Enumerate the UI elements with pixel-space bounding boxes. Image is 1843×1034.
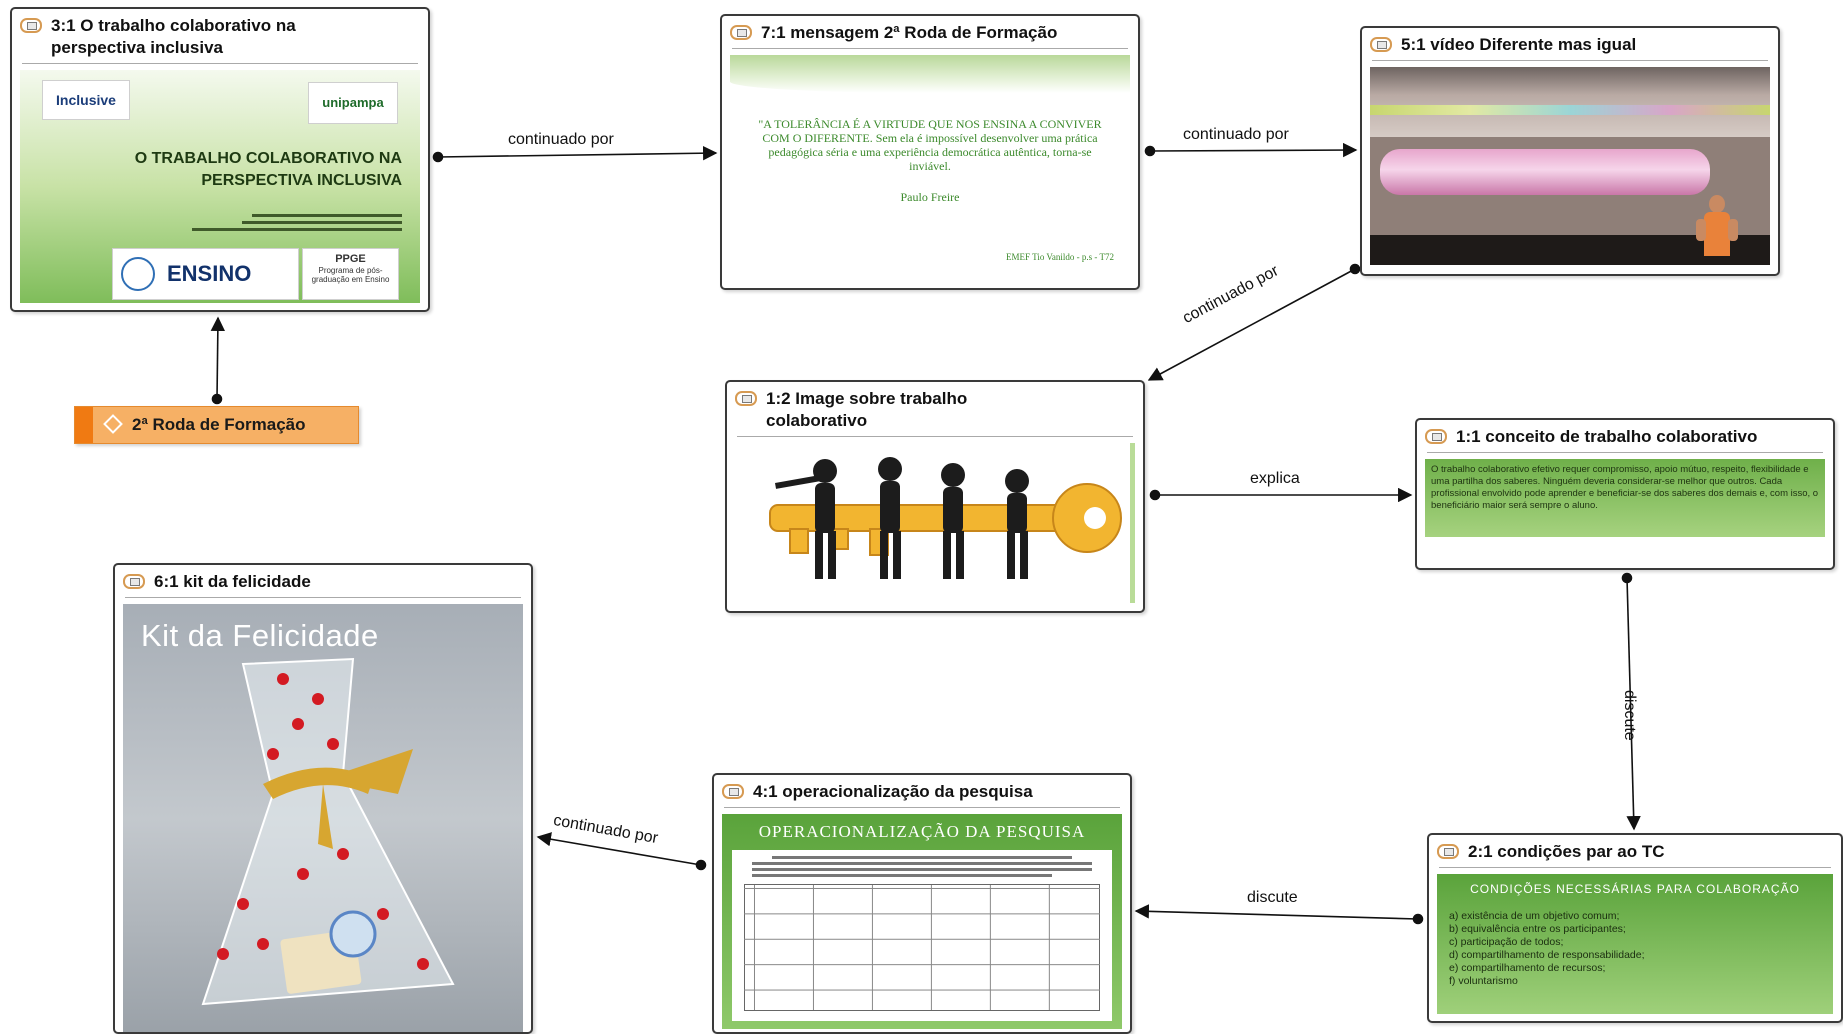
node-video-diferente[interactable]: 5:1 vídeo Diferente mas igual (1360, 26, 1780, 276)
node-image-trabalho-colaborativo[interactable]: 1:2 Image sobre trabalho colaborativo (725, 380, 1145, 613)
resource-icon (1425, 429, 1447, 444)
people-carrying-key-illustration (769, 457, 1122, 579)
slide-heading: CONDIÇÕES NECESSÁRIAS PARA COLABORAÇÃO (1470, 882, 1800, 896)
slide-heading-line1: O TRABALHO COLABORATIVO NA (134, 150, 402, 167)
conditions-item: c) participação de todos; (1449, 936, 1564, 948)
collaboration-image (735, 443, 1135, 603)
node-mensagem-roda[interactable]: 7:1 mensagem 2ª Roda de Formação "A TOLE… (720, 14, 1140, 290)
node-title: 1:1 conceito de trabalho colaborativo (1456, 427, 1758, 446)
gift-bag-illustration (201, 657, 455, 1006)
resource-icon (730, 25, 752, 40)
video-thumbnail (1370, 67, 1770, 265)
unipampa-logo: unipampa (308, 82, 398, 124)
node-operacionalizacao-pesquisa[interactable]: 4:1 operacionalização da pesquisa OPERAC… (712, 773, 1132, 1034)
root-label: 2ª Roda de Formação (132, 415, 306, 434)
edge-label-n7-n5: continuado por (1183, 126, 1289, 143)
slide-heading: O TRABALHO COLABORATIVO NA PERSPECTIVA I… (135, 148, 402, 192)
edge-n4-n6-start (695, 859, 707, 871)
edge-n5-n1_2-start (1349, 263, 1361, 275)
photo-caption: Kit da Felicidade (141, 618, 379, 653)
edge-n4-n6 (536, 832, 702, 866)
crayon-pink (1380, 149, 1710, 195)
edge-n1_2-n1_1-start (1149, 489, 1161, 501)
kit-photo: Kit da Felicidade (123, 604, 523, 1032)
conditions-list: a) existência de um objetivo comum; b) e… (1449, 910, 1645, 988)
node-kit-da-felicidade[interactable]: 6:1 kit da felicidade Kit da Felicidade (113, 563, 533, 1034)
ppge-text: Programa de pós-graduação em Ensino (311, 266, 390, 284)
slide-heading-line2: PERSPECTIVA INCLUSIVA (201, 172, 402, 189)
node-title: 4:1 operacionalização da pesquisa (753, 782, 1033, 801)
book-icon (121, 257, 155, 291)
edge-label-n1_1-n2: discute (1621, 690, 1638, 741)
ensino-logo-text: ENSINO (167, 261, 252, 286)
edge-n7-n5 (1149, 142, 1358, 158)
node-title: 6:1 kit da felicidade (154, 572, 311, 591)
slide-thumbnail: OPERACIONALIZAÇÃO DA PESQUISA (722, 814, 1122, 1029)
node-condicoes-tc[interactable]: 2:1 condições par ao TC CONDIÇÕES NECESS… (1427, 833, 1843, 1023)
slide-thumbnail: CONDIÇÕES NECESSÁRIAS PARA COLABORAÇÃO a… (1437, 874, 1833, 1014)
node-title-line1: 3:1 O trabalho colaborativo na (51, 16, 296, 35)
root-node[interactable]: 2ª Roda de Formação (74, 406, 359, 444)
slide-heading: OPERACIONALIZAÇÃO DA PESQUISA (758, 822, 1086, 841)
node-trabalho-colaborativo-inclusiva[interactable]: 3:1 O trabalho colaborativo na perspecti… (10, 7, 430, 312)
inclusive-logo: Inclusive (42, 80, 130, 120)
resource-icon (735, 391, 757, 406)
resource-icon (1370, 37, 1392, 52)
root-accent-bar (75, 407, 93, 443)
edge-root-n3 (210, 316, 226, 400)
node-title: 5:1 vídeo Diferente mas igual (1401, 35, 1637, 54)
conditions-item: a) existência de um objetivo comum; (1449, 910, 1620, 922)
edge-n3-n7 (437, 145, 718, 161)
node-title-line2: perspectiva inclusiva (51, 38, 223, 57)
slide-wave (730, 55, 1130, 93)
resource-icon (1437, 844, 1459, 859)
resource-icon (20, 18, 42, 33)
research-table (732, 850, 1112, 1021)
author-lines (192, 210, 402, 235)
ensino-logo: ENSINO (112, 248, 299, 300)
slide-thumbnail: O trabalho colaborativo efetivo requer c… (1425, 459, 1825, 537)
conditions-item: d) compartilhamento de responsabilidade; (1449, 949, 1645, 961)
edge-n3-n7-start (432, 151, 444, 163)
conditions-item: e) compartilhamento de recursos; (1449, 962, 1606, 974)
node-conceito-trabalho-colaborativo[interactable]: 1:1 conceito de trabalho colaborativo O … (1415, 418, 1835, 570)
edge-n2-n4 (1134, 904, 1419, 920)
quote-author: Paulo Freire (900, 190, 960, 204)
slide-thumbnail: "A TOLERÂNCIA É A VIRTUDE QUE NOS ENSINA… (730, 55, 1130, 280)
edge-n1_1-n2 (1626, 577, 1641, 831)
edge-n5-n1_2 (1147, 268, 1356, 381)
inclusive-logo-text: Inclusive (56, 92, 116, 108)
concept-text: O trabalho colaborativo efetivo requer c… (1431, 464, 1819, 511)
conditions-item: b) equivalência entre os participantes; (1449, 923, 1626, 935)
edge-label-n3-n7: continuado por (508, 131, 614, 148)
slide-thumbnail: Inclusive unipampa O TRABALHO COLABORATI… (20, 70, 420, 303)
ppge-title: PPGE (335, 253, 366, 265)
conditions-item: f) voluntarismo (1449, 975, 1518, 987)
edge-n2-n4-start (1412, 913, 1424, 925)
unipampa-logo-text: unipampa (322, 95, 384, 110)
interpreter-figure (1696, 195, 1738, 265)
crayon-stripe-1 (1370, 105, 1770, 115)
slide-footer: EMEF Tio Vanildo - p.s - T72 (1006, 252, 1114, 262)
diamond-icon (103, 414, 123, 434)
edge-n7-n5-start (1144, 145, 1156, 157)
node-title-line1: 1:2 Image sobre trabalho (766, 389, 968, 408)
ppge-badge: PPGE Programa de pós-graduação em Ensino (302, 248, 399, 300)
edge-label-n1_2-n1_1: explica (1250, 470, 1300, 487)
edge-n1_1-n2-start (1621, 572, 1633, 584)
quote-text: "A TOLERÂNCIA É A VIRTUDE QUE NOS ENSINA… (758, 117, 1102, 173)
crayons-top (1370, 67, 1770, 137)
resource-icon (123, 574, 145, 589)
node-title: 2:1 condições par ao TC (1468, 842, 1665, 861)
edge-label-n2-n4: discute (1247, 889, 1298, 906)
node-title-line2: colaborativo (766, 411, 868, 430)
node-title: 7:1 mensagem 2ª Roda de Formação (761, 23, 1058, 42)
resource-icon (722, 784, 744, 799)
edge-root-n3-start (211, 393, 223, 405)
